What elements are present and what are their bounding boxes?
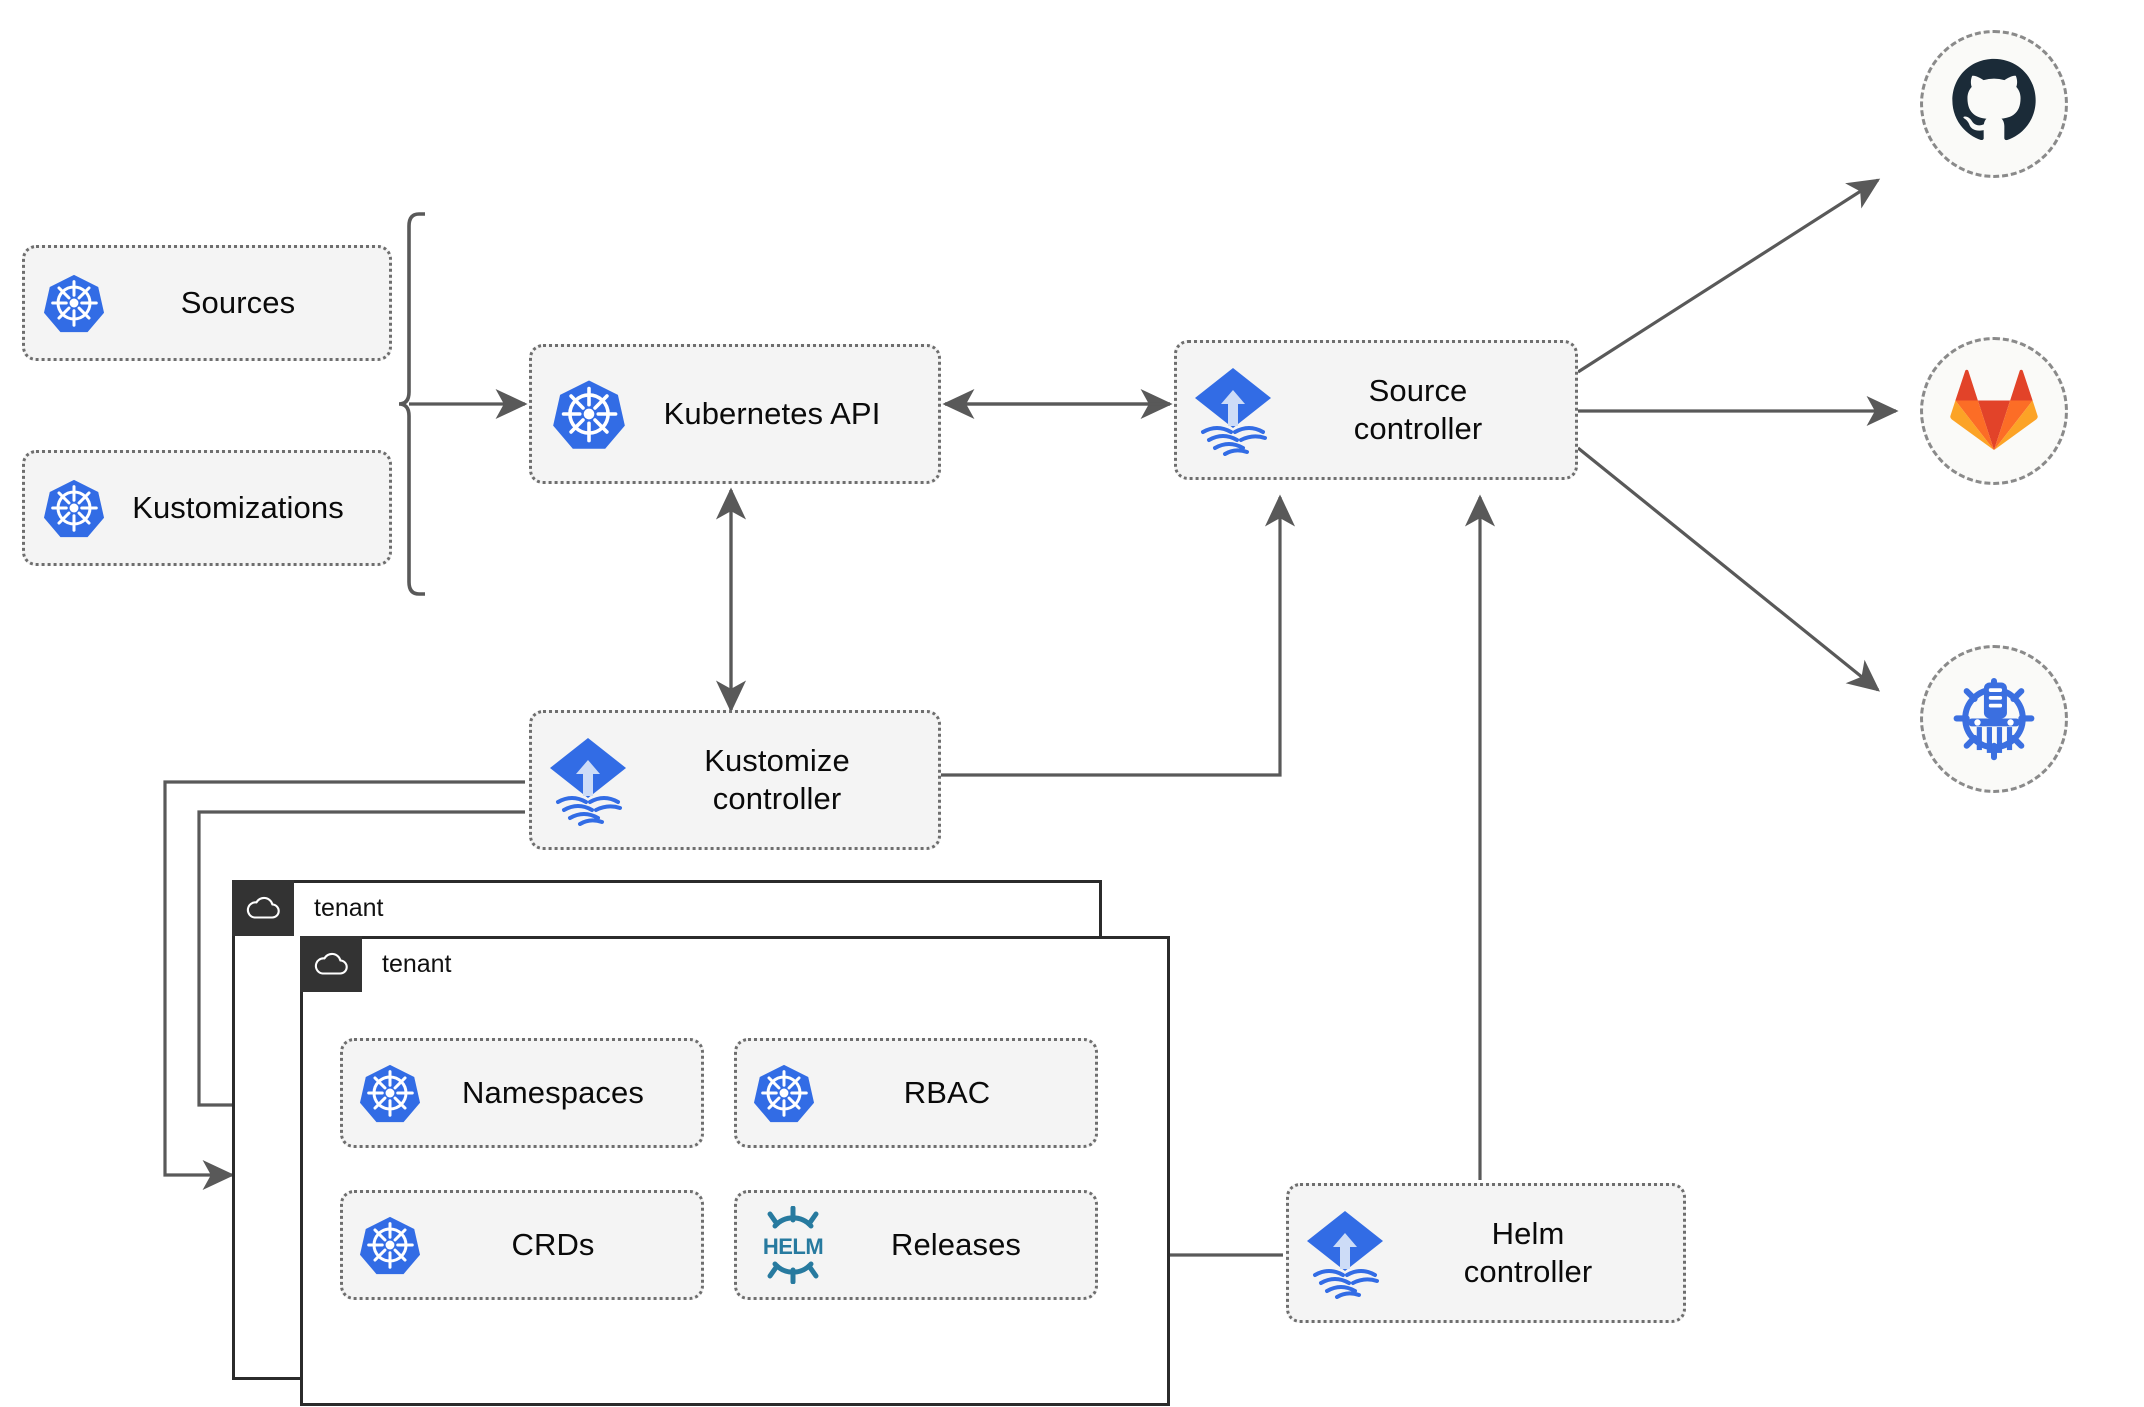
kubernetes-icon: [43, 477, 105, 539]
github-icon: [1949, 57, 2039, 152]
node-label: Source controller: [1353, 373, 1483, 446]
gitlab-icon: [1950, 367, 2038, 456]
node-rbac[interactable]: RBAC: [734, 1038, 1098, 1148]
node-source-controller[interactable]: Source controller: [1174, 340, 1578, 480]
node-releases[interactable]: HELM Releases: [734, 1190, 1098, 1300]
tenant-label: tenant: [382, 949, 452, 978]
provider-gitlab[interactable]: [1920, 337, 2068, 485]
node-label: Helm controller: [1463, 1216, 1593, 1289]
node-label: Kustomize controller: [704, 743, 850, 816]
node-kubernetes-api[interactable]: Kubernetes API: [529, 344, 941, 484]
node-kustomize-controller[interactable]: Kustomize controller: [529, 710, 941, 850]
node-crds[interactable]: CRDs: [340, 1190, 704, 1300]
node-label: Releases: [890, 1227, 1022, 1263]
node-label: Kubernetes API: [663, 396, 881, 432]
provider-helm-repository[interactable]: [1920, 645, 2068, 793]
helm-chart-registry-icon: [1948, 671, 2040, 768]
kubernetes-icon: [359, 1214, 421, 1276]
kubernetes-icon: [753, 1062, 815, 1124]
node-label: Sources: [180, 285, 296, 321]
kubernetes-icon: [552, 377, 626, 451]
kubernetes-icon: [359, 1062, 421, 1124]
tenant-tabbar: tenant: [232, 880, 384, 936]
kubernetes-icon: [43, 272, 105, 334]
node-helm-controller[interactable]: Helm controller: [1286, 1183, 1686, 1323]
cloud-icon: [300, 936, 362, 992]
tenant-tabbar: tenant: [300, 936, 452, 992]
flux-icon: [1303, 1207, 1387, 1299]
node-namespaces[interactable]: Namespaces: [340, 1038, 704, 1148]
cloud-icon: [232, 880, 294, 936]
provider-github[interactable]: [1920, 30, 2068, 178]
node-kustomizations[interactable]: Kustomizations: [22, 450, 392, 566]
node-label: CRDs: [511, 1227, 595, 1263]
node-label: Kustomizations: [132, 490, 344, 526]
svg-text:HELM: HELM: [763, 1234, 823, 1259]
node-label: Namespaces: [462, 1075, 644, 1111]
tenant-label: tenant: [314, 893, 384, 922]
node-sources[interactable]: Sources: [22, 245, 392, 361]
helm-icon: HELM: [753, 1206, 833, 1284]
node-label: RBAC: [903, 1075, 991, 1111]
flux-icon: [1191, 364, 1275, 456]
tenant-window-inner[interactable]: tenant: [300, 936, 1170, 1406]
flux-icon: [546, 734, 630, 826]
